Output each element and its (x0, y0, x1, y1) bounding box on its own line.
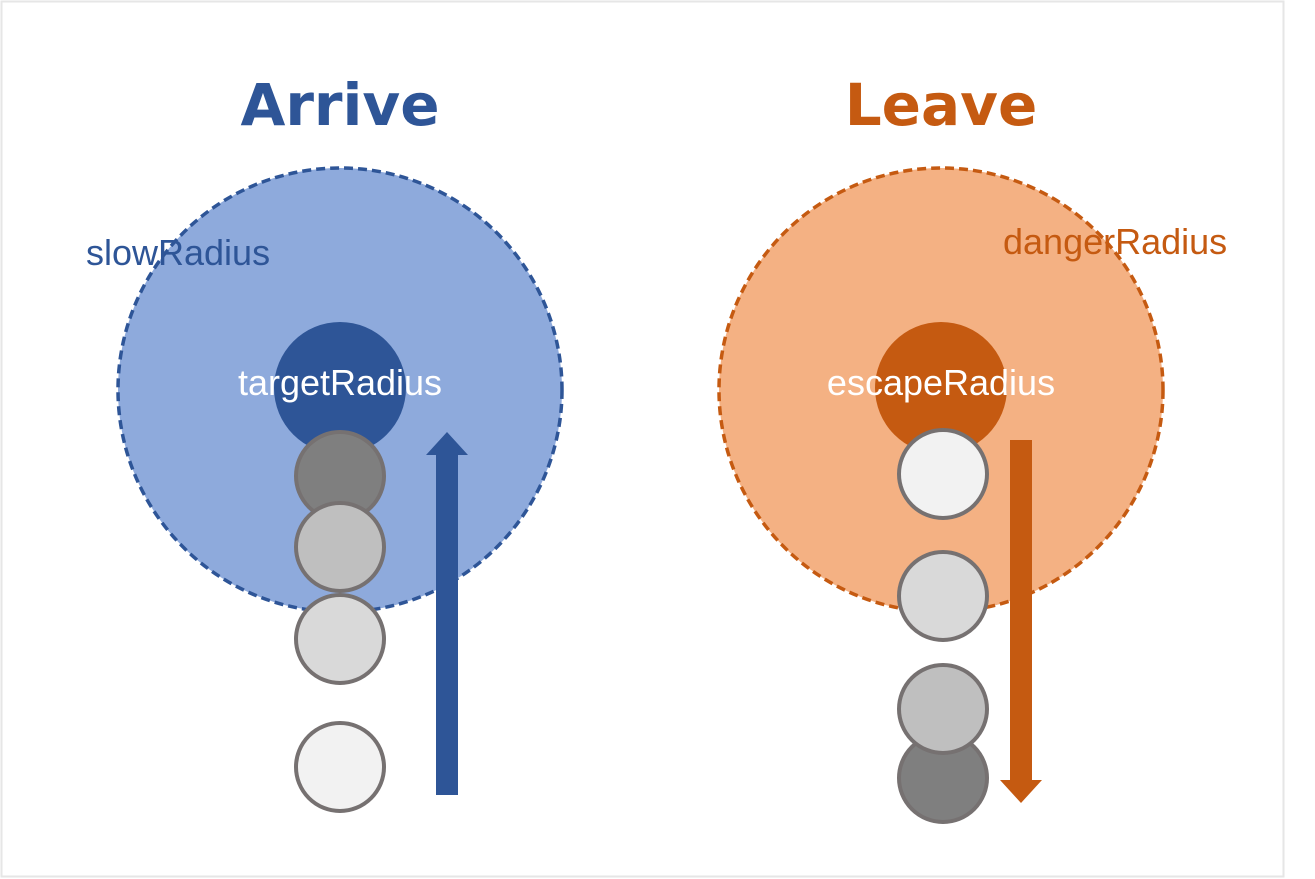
danger-radius-label: dangerRadius (1003, 221, 1227, 262)
arrive-title: Arrive (240, 71, 439, 139)
leave-agent-3 (897, 663, 989, 755)
leave-agent-1 (897, 428, 989, 520)
escape-radius-label: escapeRadius (827, 362, 1055, 403)
arrive-agent-2 (294, 501, 386, 593)
leave-agent-2 (897, 550, 989, 642)
slow-radius-label: slowRadius (86, 232, 270, 273)
arrive-direction-arrow (426, 432, 468, 795)
target-radius-label: targetRadius (238, 362, 442, 403)
target-radius-circle (274, 322, 406, 454)
escape-radius-circle (875, 322, 1007, 454)
leave-title: Leave (845, 71, 1038, 139)
arrive-agent-3 (294, 593, 386, 685)
arrive-agent-4 (294, 721, 386, 813)
leave-direction-arrow (1000, 440, 1042, 803)
